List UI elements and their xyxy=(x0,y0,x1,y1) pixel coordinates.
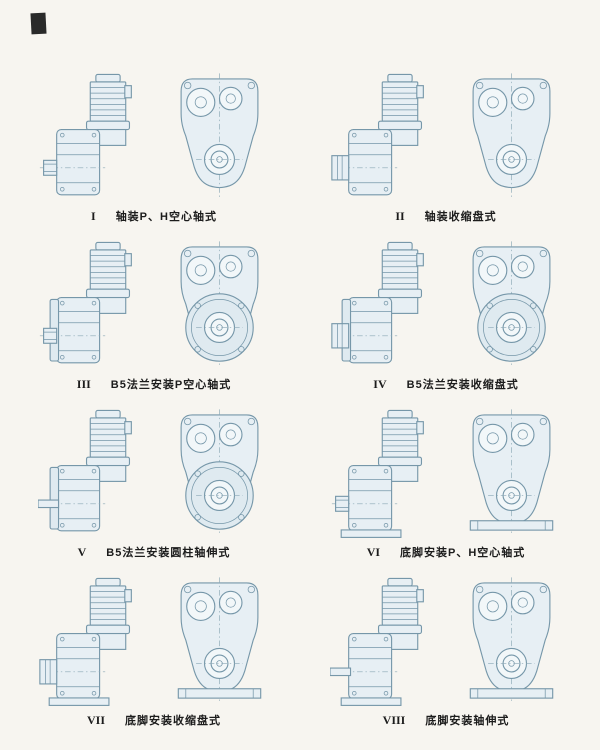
variant-numeral: V xyxy=(77,545,87,559)
side-view-drawing xyxy=(38,241,132,364)
variant-figures xyxy=(329,574,563,708)
variant-panel-ii: II 轴装收缩盘式 xyxy=(300,70,592,224)
variant-numeral: IV xyxy=(373,377,387,391)
variant-caption-text: B5法兰安装P空心轴式 xyxy=(110,379,232,391)
variant-panel-iii: III B5法兰安装P空心轴式 xyxy=(8,238,300,392)
variant-panel-vi: VI 底脚安装P、H空心轴式 xyxy=(300,406,592,560)
variant-caption: VI 底脚安装P、H空心轴式 xyxy=(367,544,526,560)
gearmotor-side-body xyxy=(330,577,424,700)
variant-caption: VIII 底脚安装轴伸式 xyxy=(383,712,510,728)
side-view-drawing xyxy=(37,409,132,532)
front-view-drawing xyxy=(469,576,553,702)
mounting-foot xyxy=(340,529,401,538)
variant-caption: III B5法兰安装P空心轴式 xyxy=(77,376,231,392)
variant-numeral: II xyxy=(395,209,405,223)
shrink-disc xyxy=(330,323,349,349)
variant-panel-iv: IV B5法兰安装收缩盘式 xyxy=(300,238,592,392)
front-view-drawing xyxy=(180,72,258,198)
mounting-foot xyxy=(48,697,109,706)
gearmotor-side-body xyxy=(38,73,132,196)
front-view-drawing xyxy=(472,240,550,366)
front-view-drawing xyxy=(469,408,553,534)
variant-numeral: III xyxy=(76,377,91,391)
variant-figures xyxy=(38,238,271,372)
variant-caption: II 轴装收缩盘式 xyxy=(395,208,496,224)
variant-figures xyxy=(330,406,563,540)
variant-caption-text: 轴装P、H空心轴式 xyxy=(115,211,217,223)
shaft-extension xyxy=(329,667,351,677)
front-view-drawing xyxy=(177,576,261,702)
variant-panel-viii: VIII 底脚安装轴伸式 xyxy=(300,574,592,728)
front-view-drawing xyxy=(180,240,258,366)
side-view-drawing xyxy=(38,577,132,706)
scan-artifact-mark xyxy=(30,12,47,35)
variant-caption: IV B5法兰安装收缩盘式 xyxy=(373,376,518,392)
variant-numeral: VIII xyxy=(382,713,406,727)
variant-figures xyxy=(330,70,563,204)
mounting-foot xyxy=(177,688,261,699)
variant-numeral: VII xyxy=(86,713,105,727)
front-view-drawing xyxy=(472,72,550,198)
hollow-shaft-stub xyxy=(42,159,57,176)
variant-numeral: VI xyxy=(366,545,381,559)
variant-figures xyxy=(38,574,271,708)
variant-caption-text: B5法兰安装圆柱轴伸式 xyxy=(106,547,231,559)
shrink-disc xyxy=(38,659,57,685)
variant-panel-v: V B5法兰安装圆柱轴伸式 xyxy=(8,406,300,560)
variant-caption-text: 底脚安装轴伸式 xyxy=(425,715,510,727)
front-view-drawing xyxy=(180,408,258,534)
hollow-shaft-stub xyxy=(334,495,349,512)
mounting-foot xyxy=(469,520,553,531)
variant-caption: V B5法兰安装圆柱轴伸式 xyxy=(78,544,231,560)
side-view-drawing xyxy=(38,73,132,196)
side-view-drawing xyxy=(330,73,424,196)
shaft-extension xyxy=(37,499,59,509)
variant-figures xyxy=(330,238,563,372)
variant-figures xyxy=(38,70,271,204)
side-view-drawing xyxy=(329,577,424,706)
variant-caption: I 轴装P、H空心轴式 xyxy=(91,208,217,224)
variant-caption: VII 底脚安装收缩盘式 xyxy=(87,712,221,728)
gearmotor-side-body xyxy=(330,409,424,532)
side-view-drawing xyxy=(330,409,424,538)
mounting-foot xyxy=(340,697,401,706)
side-view-drawing xyxy=(330,241,424,364)
variant-caption-text: B5法兰安装收缩盘式 xyxy=(406,379,519,391)
variant-panel-vii: VII 底脚安装收缩盘式 xyxy=(8,574,300,728)
shrink-disc xyxy=(330,155,349,181)
mounting-foot xyxy=(469,688,553,699)
variant-panel-i: I 轴装P、H空心轴式 xyxy=(8,70,300,224)
variant-caption-text: 轴装收缩盘式 xyxy=(424,211,497,223)
b5-flange-plate xyxy=(49,466,59,530)
variant-caption-text: 底脚安装收缩盘式 xyxy=(125,715,221,727)
hollow-shaft-stub xyxy=(42,327,57,344)
mounting-variants-grid: I 轴装P、H空心轴式 II 轴装收缩盘式 xyxy=(8,70,592,728)
variant-figures xyxy=(37,406,271,540)
variant-caption-text: 底脚安装P、H空心轴式 xyxy=(400,547,526,559)
variant-numeral: I xyxy=(91,209,96,223)
